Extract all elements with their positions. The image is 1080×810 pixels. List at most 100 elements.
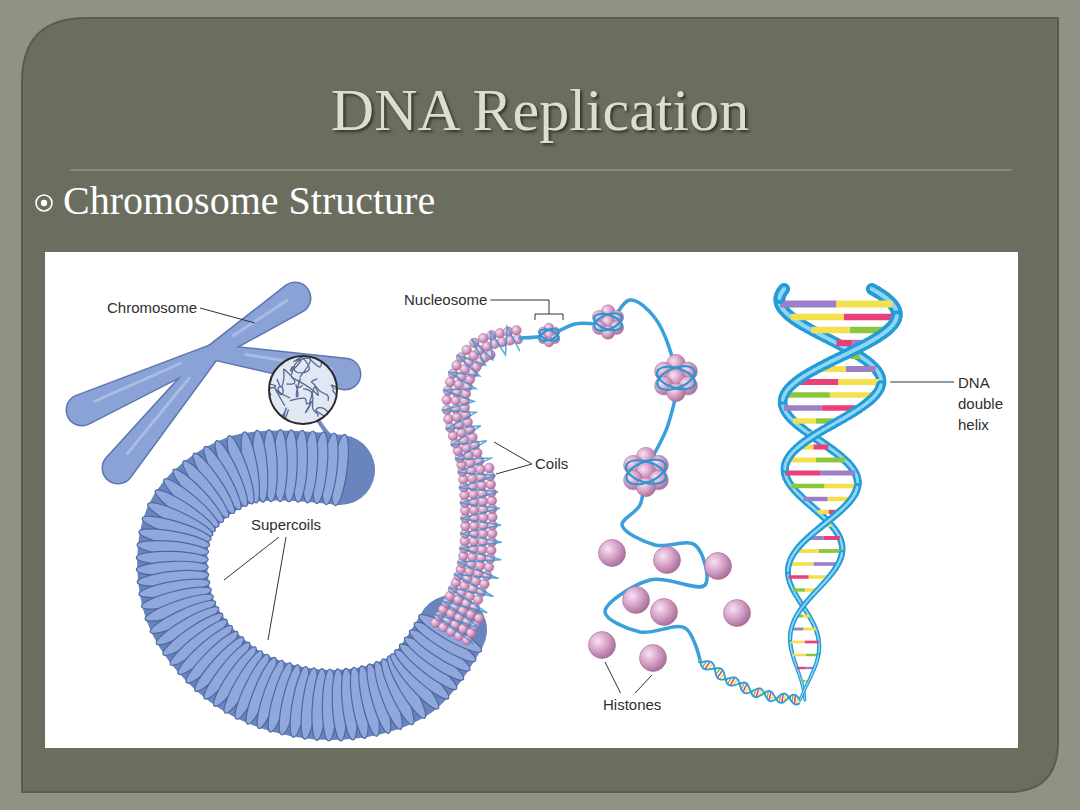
leader-line	[200, 308, 255, 323]
dna-double-helix	[789, 562, 814, 566]
dna-double-helix	[838, 553, 845, 556]
leader-line	[494, 442, 532, 464]
dna-double-helix	[844, 314, 897, 321]
dna-double-helix	[779, 289, 897, 700]
dna-double-helix	[816, 655, 821, 658]
magnifier-circle	[303, 389, 318, 417]
supercoil-tube	[136, 429, 485, 741]
magnifier-circle	[290, 398, 312, 412]
part-label: DNA double helix	[958, 372, 1014, 435]
dna-double-helix	[846, 366, 876, 372]
dna-double-helix	[855, 487, 859, 490]
dna-double-helix	[836, 340, 852, 346]
magnifier-circle	[294, 355, 311, 378]
magnifier-circle	[269, 356, 337, 424]
dna-double-helix	[878, 385, 882, 388]
coil-fiber	[442, 395, 452, 405]
leader-line	[490, 300, 549, 314]
dna-double-helix	[816, 458, 845, 463]
part-label: Supercoils	[251, 516, 321, 534]
histone-ball	[640, 645, 667, 672]
part-label: Coils	[535, 455, 568, 473]
dna-double-helix	[797, 667, 806, 669]
leader-line	[224, 537, 279, 580]
nucleosome-cluster	[538, 323, 560, 347]
nucleosome-cluster	[623, 455, 669, 490]
dna-double-helix	[784, 405, 822, 411]
coil-fiber	[484, 562, 494, 572]
magnifier-circle	[310, 354, 325, 367]
dna-double-helix	[791, 314, 844, 321]
histone-ball	[724, 600, 751, 627]
part-label: Histones	[603, 696, 661, 714]
dna-double-helix	[803, 497, 827, 501]
histone-ball	[654, 547, 681, 574]
nucleosome-cluster	[592, 305, 624, 339]
dna-double-helix	[779, 289, 896, 700]
dna-double-helix	[782, 289, 784, 292]
title-rule	[70, 169, 1012, 171]
part-label: Nucleosome	[404, 291, 487, 309]
magnifier-circle	[262, 354, 339, 436]
magnifier-circle	[291, 377, 318, 403]
dna-double-helix	[840, 553, 843, 556]
part-label: Chromosome	[107, 299, 197, 317]
chromosome-figure	[234, 300, 287, 335]
leader-line	[605, 662, 621, 693]
dna-double-helix	[793, 588, 805, 591]
histone-ball	[589, 632, 616, 659]
dna-double-helix	[813, 444, 828, 449]
dna-double-helix	[853, 487, 861, 490]
coil-fiber	[445, 377, 455, 387]
chromosome-figure	[67, 346, 216, 425]
coil-fiber	[431, 326, 523, 645]
nucleosome-cluster	[654, 354, 698, 401]
leader-line	[496, 464, 532, 474]
nucleosome-cluster	[538, 327, 560, 344]
nucleosome-cluster	[538, 327, 560, 343]
magnifier-circle	[316, 408, 335, 427]
dna-thin-helix	[769, 691, 771, 700]
nucleosome-cluster	[592, 311, 624, 334]
dna-double-helix	[805, 680, 809, 682]
nucleosome-cluster	[654, 361, 698, 394]
leader-line	[635, 675, 652, 693]
dna-thin-helix	[698, 660, 800, 705]
magnifier-circle	[269, 356, 337, 424]
dna-double-helix	[872, 289, 877, 292]
nucleosome-cluster	[623, 447, 669, 496]
histone-ball	[651, 599, 678, 626]
dna-double-helix	[820, 471, 855, 476]
coil-fiber	[444, 414, 454, 424]
nucleosome-cluster	[592, 310, 624, 334]
histone-ball	[589, 540, 751, 672]
dna-double-helix	[780, 301, 836, 308]
magnifier-circle	[296, 379, 303, 397]
dna-double-helix	[824, 536, 840, 540]
dna-double-helix	[875, 385, 886, 388]
dna-double-helix	[779, 289, 897, 700]
supercoil-tube	[415, 609, 484, 657]
coil-fiber	[435, 327, 520, 644]
dna-double-helix	[818, 510, 828, 514]
dna-double-helix	[780, 304, 897, 681]
coil-fiber	[512, 326, 522, 336]
histone-ball	[705, 553, 732, 580]
histone-ball	[623, 587, 650, 614]
dna-double-helix	[811, 327, 849, 334]
dna-double-helix	[790, 641, 804, 644]
bullet-symbol	[36, 195, 52, 211]
coil-fiber	[495, 329, 505, 339]
dna-double-helix	[817, 655, 819, 658]
bullet-symbol	[41, 200, 47, 206]
histone-ball	[599, 540, 626, 567]
coil-fiber	[474, 613, 484, 623]
dna-double-helix	[805, 641, 819, 644]
dna-double-helix	[788, 575, 808, 579]
magnifier-circle	[262, 354, 339, 436]
dna-double-helix	[894, 316, 899, 319]
nucleosome-cluster	[654, 362, 698, 393]
